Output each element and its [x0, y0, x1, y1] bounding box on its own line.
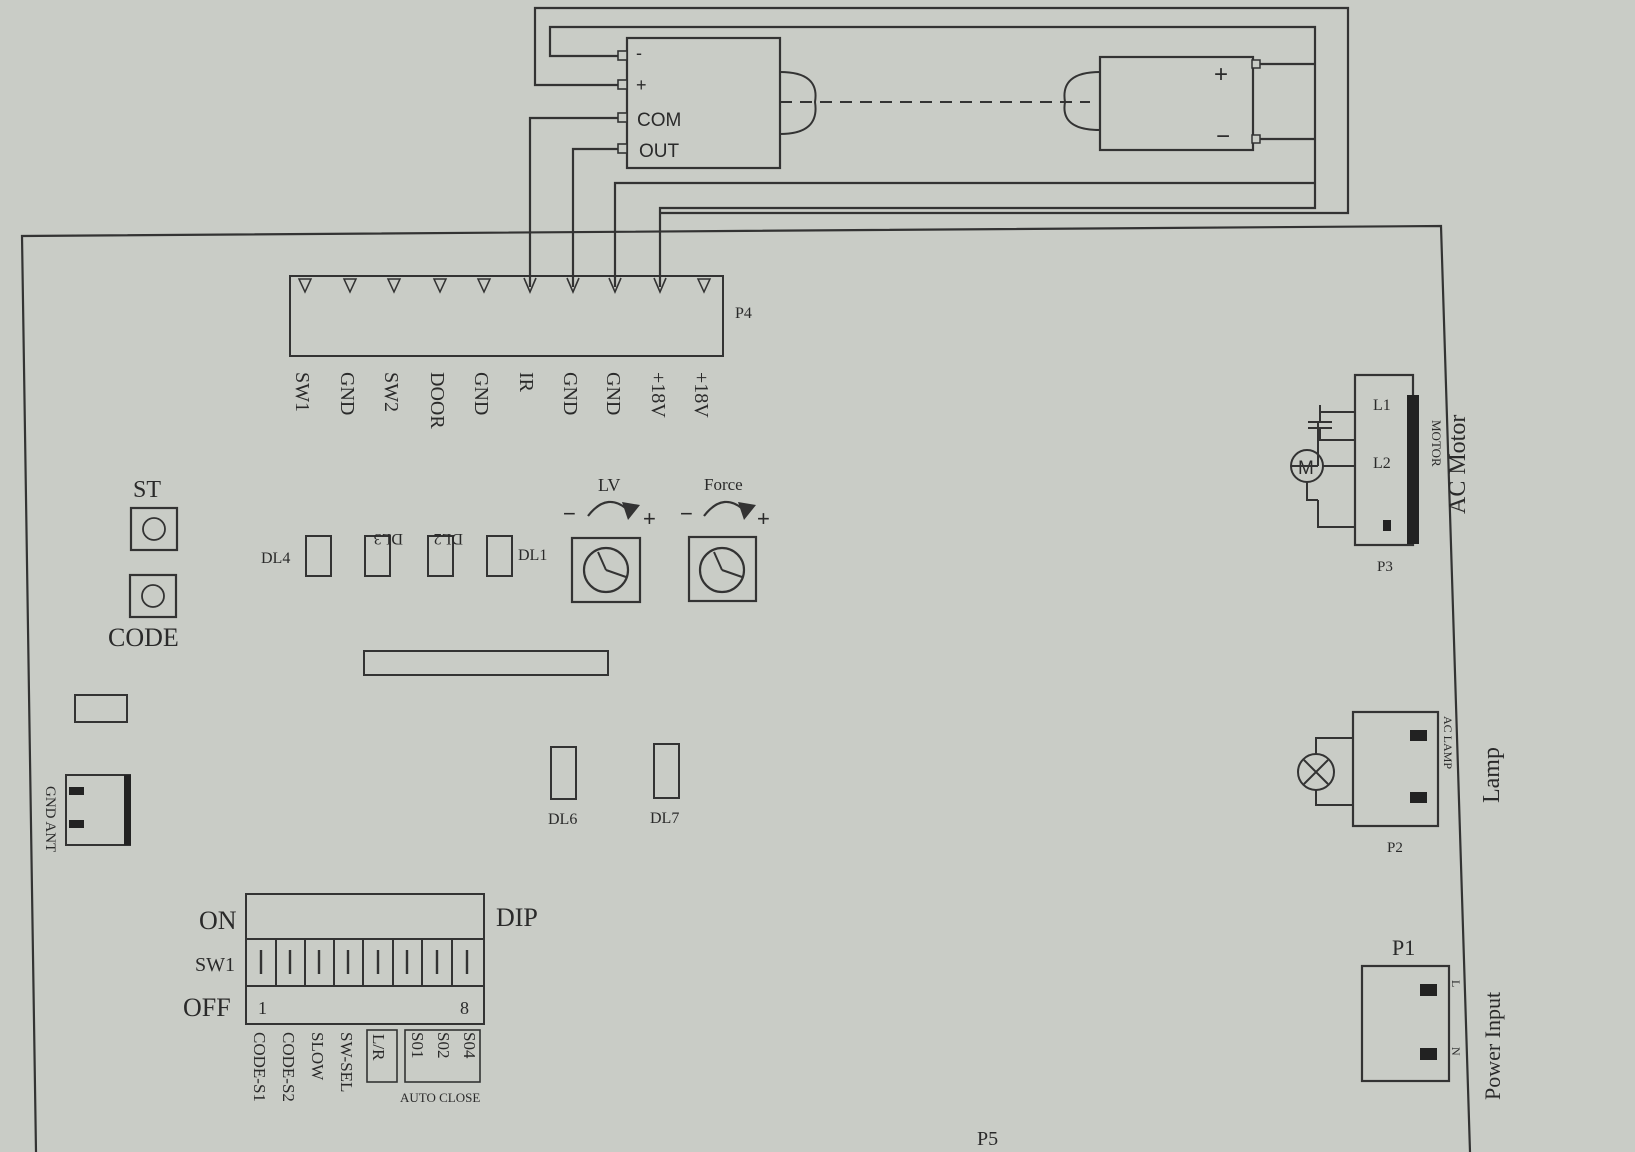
- reflector-minus: −: [1216, 123, 1230, 150]
- dip-switch[interactable]: ON SW1 OFF DIP 1 8 CODE-S1 CODE-S2 SLOW …: [183, 893, 538, 1105]
- lamp-connector-p2: AC LAMP P2 Lamp: [1297, 710, 1505, 856]
- motor-pin-l2: L2: [1373, 455, 1391, 472]
- p4-pin-gnd-4: GND: [602, 372, 624, 415]
- dl7-label: DL7: [650, 810, 679, 827]
- st-label: ST: [133, 477, 161, 503]
- dl6-label: DL6: [548, 811, 577, 828]
- led-dl3: [364, 535, 391, 577]
- power-pin-l: L: [1449, 980, 1463, 987]
- sensor-wiring: [528, 6, 1350, 287]
- led-dl2: [427, 535, 454, 577]
- dl1-label: DL1: [518, 547, 547, 564]
- lamp-title: Lamp: [1479, 747, 1505, 803]
- dip-fn-4: SW-SEL: [337, 1032, 356, 1092]
- power-connector-p1: P1 L N Power Input: [1360, 935, 1505, 1100]
- p4-pin-ir: IR: [515, 372, 537, 393]
- motor-strip-label: MOTOR: [1429, 420, 1444, 467]
- p4-pin-sw2: SW2: [380, 372, 402, 412]
- motor-connector-p3: L1 L2 MOTOR P3 AC Motor M: [1290, 373, 1471, 575]
- led-dl4: [305, 535, 332, 577]
- dip-fn-1: CODE-S1: [250, 1032, 269, 1102]
- lv-plus: +: [643, 506, 656, 531]
- p4-pin-18v-1: +18V: [647, 372, 669, 418]
- reflector-plus: +: [1214, 61, 1228, 88]
- lamp-connector-label: P2: [1387, 840, 1403, 856]
- force-potentiometer[interactable]: Force − +: [680, 475, 770, 603]
- receiver-module-slot: [363, 650, 609, 676]
- terminal-out: OUT: [639, 141, 680, 162]
- motor-title: AC Motor: [1445, 415, 1471, 514]
- dl3-label: DL3: [374, 530, 403, 547]
- force-plus: +: [757, 506, 770, 531]
- dip-on-label: ON: [199, 906, 237, 935]
- dl2-label: DL2: [434, 530, 463, 547]
- led-indicators: [305, 535, 680, 800]
- force-minus: −: [680, 501, 693, 526]
- terminal-minus: -: [636, 43, 642, 63]
- dl4-label: DL4: [261, 550, 290, 567]
- auto-close-label: AUTO CLOSE: [400, 1090, 480, 1105]
- p4-terminal-block: P4 SW1 GND SW2 DOOR GND IR GND GND +18V …: [289, 275, 752, 429]
- p4-pin-gnd-3: GND: [559, 372, 581, 415]
- dip-off-label: OFF: [183, 993, 231, 1022]
- force-label: Force: [704, 475, 743, 494]
- wire-gnd: [613, 181, 1315, 287]
- lamp-strip-label: AC LAMP: [1441, 716, 1455, 769]
- p4-label: P4: [735, 305, 752, 322]
- lv-potentiometer[interactable]: LV − +: [563, 475, 656, 604]
- p5-label: P5: [977, 1128, 998, 1150]
- dip-sw-label: SW1: [195, 954, 235, 976]
- dip-fn-5: L/R: [369, 1034, 388, 1061]
- dip-fn-7: S02: [434, 1032, 453, 1058]
- wire-com: [528, 116, 622, 287]
- dip-name-label: DIP: [496, 903, 538, 932]
- wire-out: [571, 147, 622, 287]
- p4-pin-18v-2: +18V: [690, 372, 712, 418]
- led-dl1: [486, 535, 513, 577]
- dip-fn-8: S04: [460, 1032, 479, 1059]
- dip-fn-2: CODE-S2: [279, 1032, 298, 1102]
- terminal-plus: +: [636, 75, 647, 95]
- dip-fn-6: S01: [408, 1032, 427, 1058]
- motor-connector-label: P3: [1377, 559, 1393, 575]
- power-connector-label: P1: [1392, 935, 1415, 960]
- antenna-label: GND ANT: [42, 786, 58, 852]
- motor-pin-l1: L1: [1373, 397, 1391, 414]
- dip-fn-3: SLOW: [308, 1032, 327, 1081]
- photocell-transmitter: + −: [1063, 55, 1261, 152]
- st-button[interactable]: ST: [129, 477, 179, 552]
- dip-last-label: 8: [460, 998, 469, 1018]
- p4-pin-sw1: SW1: [291, 372, 313, 412]
- p4-pin-gnd-1: GND: [336, 372, 358, 415]
- power-pin-n: N: [1449, 1047, 1463, 1056]
- antenna-connector: GND ANT: [42, 774, 131, 852]
- led-dl6: [550, 746, 577, 800]
- small-component: [74, 694, 128, 723]
- motor-symbol: M: [1298, 458, 1314, 479]
- wire-plus: [533, 6, 1350, 215]
- dip-first-label: 1: [258, 998, 267, 1018]
- wire-minus: [548, 25, 1317, 287]
- lv-label: LV: [598, 475, 620, 495]
- p4-pin-door: DOOR: [426, 372, 448, 429]
- power-title: Power Input: [1480, 992, 1505, 1100]
- p4-pin-gnd-2: GND: [470, 372, 492, 415]
- code-button[interactable]: CODE: [108, 573, 179, 652]
- terminal-com: COM: [637, 110, 681, 131]
- code-label: CODE: [108, 623, 179, 652]
- photocell-receiver: - + COM OUT: [617, 36, 817, 170]
- control-board-outline: [20, 224, 1472, 1152]
- led-dl7: [653, 743, 680, 799]
- lv-minus: −: [563, 501, 576, 526]
